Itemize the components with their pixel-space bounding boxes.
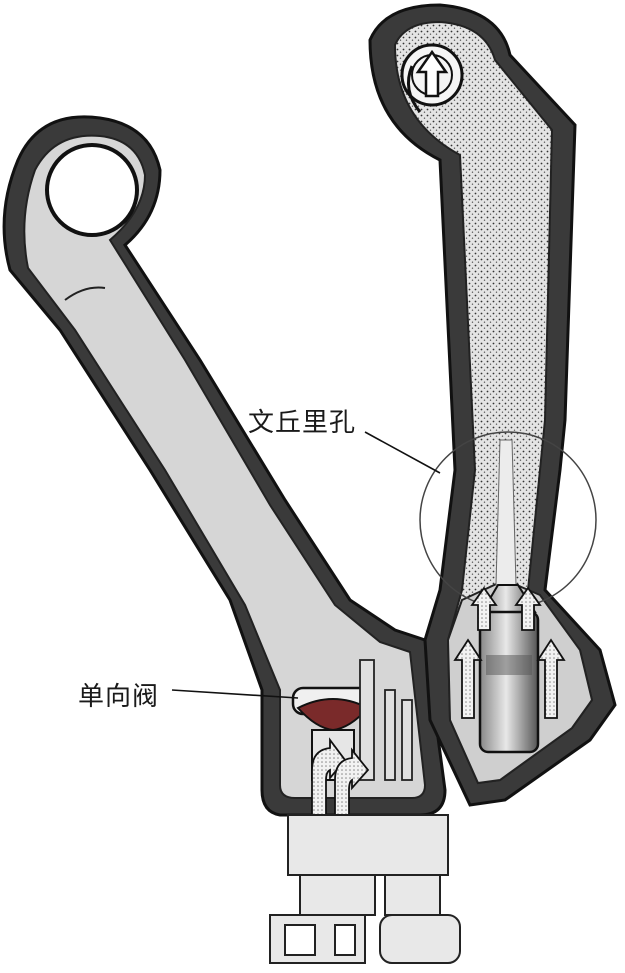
check-valve-leader-line — [171, 689, 299, 699]
venturi-leader-line — [364, 431, 441, 474]
mounting-hole — [45, 143, 139, 237]
venturi-hole-label: 文丘里孔 — [248, 408, 357, 438]
right-arm-mist-channel — [393, 20, 594, 785]
flow-arrow-icon — [453, 586, 566, 719]
up-arrow-icon — [415, 49, 449, 98]
surface-mark — [64, 286, 106, 301]
inlet-fitting — [269, 814, 461, 964]
left-arm-channel — [23, 134, 427, 799]
internal-ribs — [359, 659, 413, 781]
venturi-jet — [495, 439, 517, 586]
check-valve-label: 单向阀 — [78, 682, 160, 712]
